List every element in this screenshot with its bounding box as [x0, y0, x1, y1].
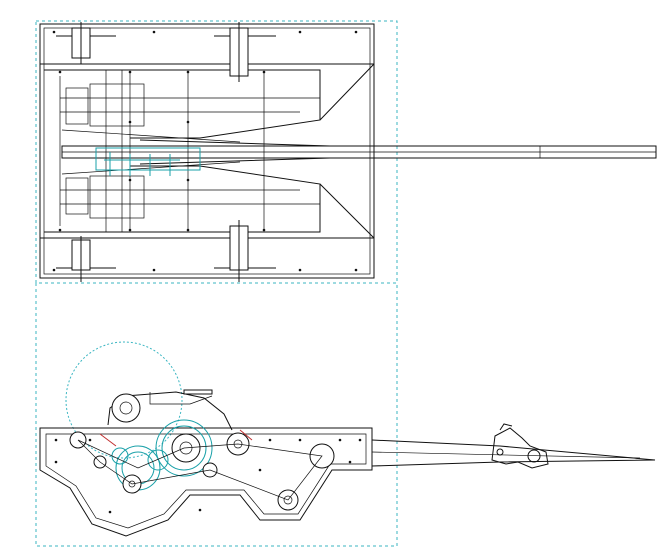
top-view [39, 22, 657, 282]
boom-centerline [62, 146, 656, 158]
upper-housing-detail [149, 392, 213, 405]
wheel-assembly-top-left [56, 22, 116, 64]
wheel-assembly-bottom-right [214, 220, 276, 282]
cross-members [59, 72, 265, 230]
side-view-boundary [35, 283, 398, 547]
linkage-lines [77, 439, 323, 501]
boom-clamp [491, 423, 549, 469]
block-upper [65, 87, 89, 125]
fasteners-side [54, 438, 362, 514]
accent-lines [99, 429, 253, 447]
boom-arm [61, 145, 657, 159]
boom-arm-centerline [371, 451, 641, 459]
center-column [105, 69, 123, 233]
upper-housing [107, 391, 233, 431]
gear-teeth-top [104, 152, 180, 176]
fasteners-top [52, 30, 358, 272]
plate-chamfers [319, 63, 375, 239]
bracket-upper [89, 83, 145, 127]
side-rails [44, 69, 321, 233]
main-gear [155, 419, 213, 477]
boom-taper [139, 139, 331, 165]
top-frame-outer [39, 23, 375, 279]
chassis-hull-inner [45, 433, 367, 529]
gear-housing-top [95, 147, 201, 171]
swing-radius-circle [65, 341, 183, 459]
top-pulley [111, 393, 141, 423]
bracket-lower [89, 175, 145, 219]
rail-lines [60, 97, 320, 205]
plate-edges [40, 63, 374, 239]
wheel-assembly-bottom-left [56, 236, 116, 282]
chassis-hull [39, 427, 373, 537]
gear-train-top [95, 147, 201, 176]
boom-arm-side [371, 439, 656, 467]
top-frame-inner [43, 27, 371, 275]
boom-guides [61, 129, 241, 175]
wheel-assembly-top-right [214, 22, 276, 82]
top-bar [183, 389, 213, 395]
block-lower [65, 177, 89, 215]
side-view [39, 341, 656, 537]
